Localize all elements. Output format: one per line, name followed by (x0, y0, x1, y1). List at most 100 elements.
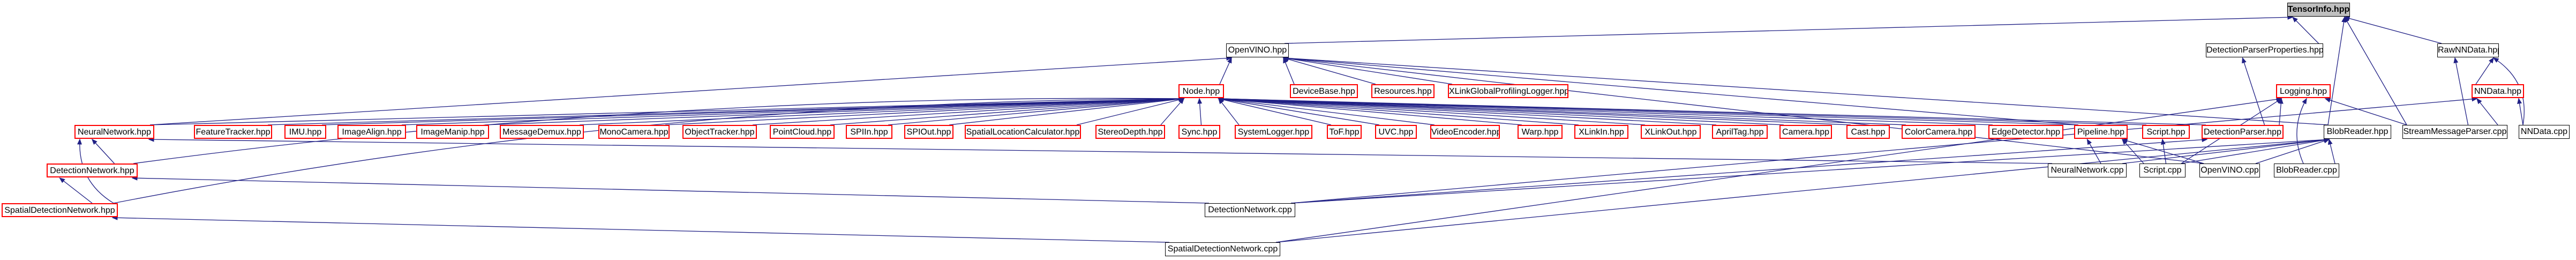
graph-node-ObjectTracker.hpp[interactable]: ObjectTracker.hpp (682, 125, 757, 139)
graph-node-StreamMessageParser.cpp: StreamMessageParser.cpp (2402, 125, 2507, 139)
edge-NeuralNetwork.cpp-to-NeuralNetwork.hpp (148, 137, 2053, 164)
edge-DetectionParser.hpp-to-DetectionParserProperties.hpp (2242, 57, 2265, 125)
edge-SpatialDetectionNetwork.hpp-to-DetectionNetwork.hpp (59, 177, 93, 204)
graph-node-BlobReader.hpp: BlobReader.hpp (2324, 125, 2391, 139)
graph-node-DeviceBase.hpp[interactable]: DeviceBase.hpp (1290, 84, 1358, 98)
graph-node-Logging.hpp[interactable]: Logging.hpp (2276, 84, 2331, 98)
graph-node-Resources.hpp[interactable]: Resources.hpp (1371, 84, 1435, 98)
graph-node-DetectionParserProperties.hpp: DetectionParserProperties.hpp (2206, 43, 2323, 57)
graph-node-Cast.hpp[interactable]: Cast.hpp (1846, 125, 1890, 139)
edge-ImageManip.hpp-to-Node.hpp (484, 96, 1185, 125)
edge-OpenVINO.cpp-to-Pipeline.hpp (2121, 138, 2204, 164)
edge-SpatialDetectionNetwork.cpp-to-SpatialDetectionNetwork.hpp (111, 215, 1170, 243)
edge-XLinkOut.hpp-to-Node.hpp (1218, 96, 1646, 125)
graph-node-RawNNData.hpp: RawNNData.hpp (2437, 43, 2499, 57)
edge-NeuralNetwork.hpp-to-OpenVINO.hpp (149, 56, 1233, 125)
graph-node-TensorInfo.hpp: TensorInfo.hpp (2287, 3, 2350, 17)
edge-UVC.hpp-to-Node.hpp (1218, 97, 1380, 125)
edge-MessageDemux.hpp-to-Node.hpp (579, 96, 1185, 125)
graph-node-IMU.hpp[interactable]: IMU.hpp (284, 125, 326, 139)
graph-node-ImageAlign.hpp[interactable]: ImageAlign.hpp (337, 125, 406, 139)
graph-node-PointCloud.hpp[interactable]: PointCloud.hpp (770, 125, 835, 139)
graph-node-Script.cpp: Script.cpp (2139, 164, 2186, 177)
edge-SpatialLocationCalculator.hpp-to-Node.hpp (1076, 97, 1185, 125)
graph-node-SpatialDetectionNetwork.hpp[interactable]: SpatialDetectionNetwork.hpp (2, 203, 118, 217)
edge-StreamMessageParser.cpp-to-RawNNData.hpp (2453, 57, 2469, 125)
graph-node-DetectionParser.hpp[interactable]: DetectionParser.hpp (2202, 125, 2284, 139)
graph-node-SPIIn.hpp[interactable]: SPIIn.hpp (846, 125, 892, 139)
edge-MonoCamera.hpp-to-Node.hpp (665, 96, 1185, 125)
edge-BlobReader.hpp-to-OpenVINO.hpp (1282, 56, 2329, 125)
edge-DetectionNetwork.hpp-to-NeuralNetwork.hpp (91, 138, 115, 164)
graph-node-SystemLogger.hpp[interactable]: SystemLogger.hpp (1235, 125, 1312, 139)
graph-node-NeuralNetwork.hpp[interactable]: NeuralNetwork.hpp (74, 125, 154, 139)
edge-OpenVINO.hpp-to-TensorInfo.hpp (1284, 14, 2294, 44)
graph-node-DetectionNetwork.cpp: DetectionNetwork.cpp (1205, 203, 1295, 217)
edge-AprilTag.hpp-to-Node.hpp (1218, 96, 1717, 125)
graph-node-AprilTag.hpp[interactable]: AprilTag.hpp (1712, 125, 1768, 139)
graph-node-VideoEncoder.hpp[interactable]: VideoEncoder.hpp (1430, 125, 1500, 139)
edge-BlobReader.cpp-to-BlobReader.hpp (2327, 138, 2335, 164)
graph-node-FeatureTracker.hpp[interactable]: FeatureTracker.hpp (194, 125, 272, 139)
edge-DetectionNetwork.cpp-to-NNData.hpp (1290, 96, 2478, 204)
graph-node-ImageManip.hpp[interactable]: ImageManip.hpp (416, 125, 489, 139)
graph-node-XLinkIn.hpp[interactable]: XLinkIn.hpp (1574, 125, 1628, 139)
graph-node-BlobReader.cpp: BlobReader.cpp (2274, 164, 2339, 177)
edge-StreamMessageParser.cpp-to-Logging.hpp (2324, 98, 2407, 125)
edge-XLinkGlobalProfilingLogger.hpp-to-OpenVINO.hpp (1282, 56, 1453, 85)
edge-Pipeline.hpp-to-OpenVINO.hpp (1282, 56, 2079, 125)
graph-node-ColorCamera.hpp[interactable]: ColorCamera.hpp (1902, 125, 1976, 139)
edge-NNData.cpp-to-NNData.hpp (2517, 98, 2524, 125)
edge-BlobReader.cpp-to-Logging.hpp (2296, 98, 2307, 164)
edge-DetectionParserProperties.hpp-to-TensorInfo.hpp (2292, 16, 2319, 44)
graph-node-UVC.hpp[interactable]: UVC.hpp (1375, 125, 1417, 139)
edge-PointCloud.hpp-to-Node.hpp (830, 96, 1185, 125)
edge-DetectionNetwork.cpp-to-BlobReader.hpp (1290, 137, 2330, 204)
graph-node-XLinkGlobalProfilingLogger.hpp[interactable]: XLinkGlobalProfilingLogger.hpp (1448, 84, 1568, 98)
edge-Warp.hpp-to-Node.hpp (1218, 96, 1522, 125)
graph-node-NNData.hpp[interactable]: NNData.hpp (2472, 84, 2524, 98)
edge-DetectionNetwork.cpp-to-DetectionNetwork.hpp (131, 175, 1210, 204)
graph-node-OpenVINO.hpp: OpenVINO.hpp (1226, 43, 1289, 57)
edge-Resources.hpp-to-OpenVINO.hpp (1282, 57, 1376, 85)
edge-SPIOut.hpp-to-Node.hpp (949, 96, 1185, 125)
edge-Script.cpp-to-BlobReader.hpp (2181, 138, 2330, 164)
edge-NeuralNetwork.cpp-to-Pipeline.hpp (2086, 138, 2101, 164)
edge-SpatialDetectionNetwork.cpp-to-BlobReader.hpp (1275, 137, 2330, 243)
graph-node-MessageDemux.hpp[interactable]: MessageDemux.hpp (500, 125, 584, 139)
graph-node-StereoDepth.hpp[interactable]: StereoDepth.hpp (1095, 125, 1165, 139)
graph-node-EdgeDetector.hpp[interactable]: EdgeDetector.hpp (1988, 125, 2063, 139)
graph-node-Script.hpp[interactable]: Script.hpp (2142, 125, 2190, 139)
edge-BlobReader.hpp-to-TensorInfo.hpp (2327, 16, 2346, 125)
edge-RawNNData.hpp-to-TensorInfo.hpp (2344, 16, 2442, 44)
graph-node-XLinkOut.hpp[interactable]: XLinkOut.hpp (1641, 125, 1701, 139)
edge-IMU.hpp-to-Node.hpp (321, 96, 1185, 125)
edge-XLinkIn.hpp-to-Node.hpp (1218, 96, 1579, 125)
edge-StreamMessageParser.cpp-to-NNData.hpp (2476, 98, 2498, 125)
graph-node-Sync.hpp[interactable]: Sync.hpp (1178, 125, 1220, 139)
graph-node-SPIOut.hpp[interactable]: SPIOut.hpp (904, 125, 953, 139)
edge-Script.cpp-to-Pipeline.hpp (2122, 138, 2144, 164)
graph-node-Camera.hpp[interactable]: Camera.hpp (1779, 125, 1832, 139)
edge-Sync.hpp-to-Node.hpp (1197, 98, 1203, 125)
edge-ImageAlign.hpp-to-Node.hpp (401, 96, 1185, 125)
edge-ObjectTracker.hpp-to-Node.hpp (752, 96, 1185, 125)
graph-node-Pipeline.hpp[interactable]: Pipeline.hpp (2074, 125, 2128, 139)
edge-DetectionNetwork.hpp-to-Node.hpp (133, 96, 1185, 164)
edge-Camera.hpp-to-Node.hpp (1218, 96, 1784, 125)
graph-node-Node.hpp[interactable]: Node.hpp (1178, 84, 1224, 98)
graph-node-DetectionNetwork.hpp[interactable]: DetectionNetwork.hpp (47, 164, 138, 177)
edge-SPIIn.hpp-to-Node.hpp (888, 96, 1185, 125)
edge-Node.hpp-to-OpenVINO.hpp (1219, 57, 1232, 85)
graph-node-NeuralNetwork.cpp: NeuralNetwork.cpp (2048, 164, 2127, 177)
graph-node-SpatialLocationCalculator.hpp[interactable]: SpatialLocationCalculator.hpp (965, 125, 1081, 139)
edge-DetectionParser.hpp-to-Logging.hpp (2278, 98, 2284, 125)
graph-node-MonoCamera.hpp[interactable]: MonoCamera.hpp (598, 125, 670, 139)
graph-node-Warp.hpp[interactable]: Warp.hpp (1518, 125, 1563, 139)
graph-node-ToF.hpp[interactable]: ToF.hpp (1327, 125, 1362, 139)
edge-StereoDepth.hpp-to-Node.hpp (1160, 98, 1184, 125)
edge-StreamMessageParser.cpp-to-TensorInfo.hpp (2344, 16, 2407, 125)
edge-DetectionParser.hpp-to-Node.hpp (1218, 96, 2206, 125)
